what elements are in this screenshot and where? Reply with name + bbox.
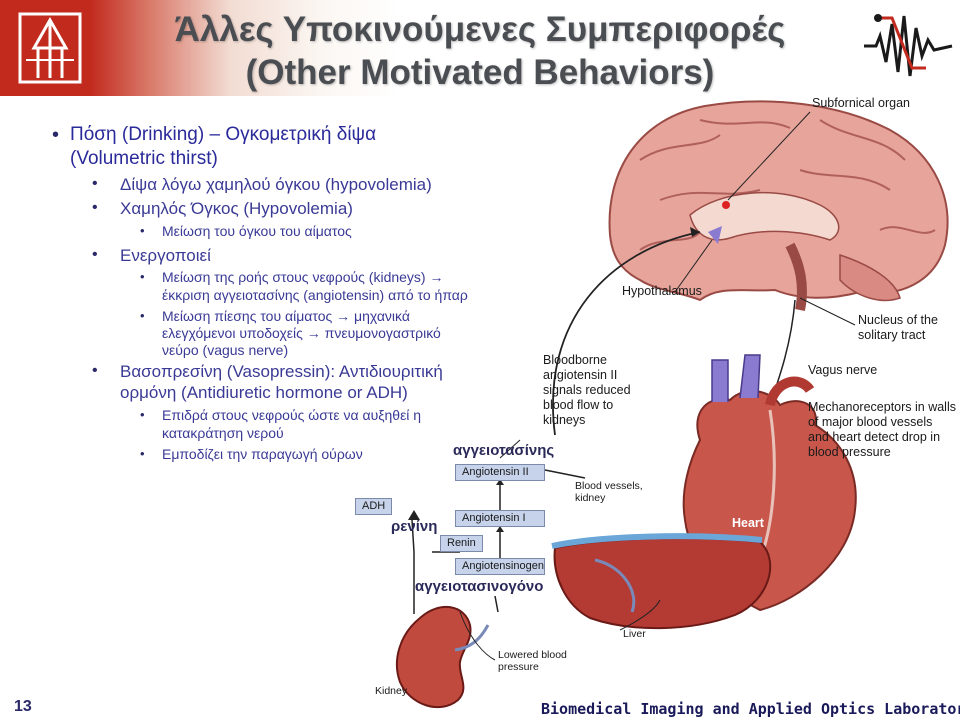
bullet-dot: • — [140, 269, 145, 284]
bullet-drinking: Πόση (Drinking) – Ογκομετρική δίψα — [70, 124, 377, 145]
bullet-pressure-drop: Μείωση πίεσης του αίματος → μηχανικά — [162, 308, 410, 324]
label-bloodborne-4: blood flow to — [543, 398, 614, 412]
bullet-dot: • — [92, 362, 98, 379]
label-bloodborne-2: angiotensin II — [543, 368, 618, 382]
university-tree-logo-icon — [14, 8, 86, 88]
box-angiotensin-ii: Angiotensin II — [455, 464, 545, 481]
bullet-dot: • — [92, 199, 98, 216]
label-mechanoreceptors-3: and heart detect drop in — [808, 430, 941, 444]
label-liver: Liver — [623, 628, 646, 640]
label-bloodborne: Bloodborne — [543, 353, 607, 367]
bullet-vasopressin-cont: ορμόνη (Antidiuretic hormone or ADH) — [120, 383, 408, 402]
bullet-hypovolemia-thirst: Δίψα λόγω χαμηλού όγκου (hypovolemia) — [120, 175, 432, 194]
label-hypothalamus: Hypothalamus — [622, 284, 702, 298]
bullet-water-retention: Επιδρά στους νεφρούς ώστε να αυξηθεί η — [162, 407, 422, 423]
bullet-vasopressin: Βασοπρεσίνη (Vasopressin): Αντιδιουριτικ… — [120, 362, 443, 381]
footer-lab-name: Biomedical Imaging and Applied Optics La… — [541, 700, 960, 718]
label-lowered-pressure-cont: pressure — [498, 661, 539, 673]
label-lowered-pressure: Lowered blood — [498, 649, 567, 661]
label-kidney: Kidney — [375, 685, 408, 697]
bullet-urine-inhibition: Εμποδίζει την παραγωγή ούρων — [162, 446, 363, 462]
bullet-dot: • — [140, 308, 145, 323]
label-bloodborne-3: signals reduced — [543, 383, 631, 397]
label-mechanoreceptors-4: blood pressure — [808, 445, 891, 459]
label-blood-vessels-cont: kidney — [575, 492, 606, 504]
bullet-water-retention-cont: κατακράτηση νερού — [162, 425, 284, 441]
bullet-dot: • — [140, 446, 145, 461]
greek-label-angiotensinogen: αγγειοτασινογόνο — [415, 578, 544, 595]
page-title-greek: Άλλες Υποκινούμενες Συμπεριφορές — [174, 10, 786, 49]
label-mechanoreceptors: Mechanoreceptors in walls — [808, 400, 956, 414]
label-subfornical-organ: Subfornical organ — [812, 96, 910, 110]
bullet-dot: • — [140, 407, 145, 422]
bullet-dot: • — [92, 175, 98, 192]
kidney-icon — [395, 605, 472, 709]
bullet-dot: • — [140, 223, 145, 238]
liver-icon — [553, 537, 772, 630]
label-blood-vessels: Blood vessels, — [575, 480, 643, 492]
label-nucleus-cont: solitary tract — [858, 328, 926, 342]
bullet-kidney-flow: Μείωση της ροής στους νεφρούς (kidneys) … — [162, 269, 444, 285]
bullet-drinking-cont: (Volumetric thirst) — [70, 148, 218, 169]
bullet-kidney-flow-cont: έκκριση αγγειοτασίνης (angiotensin) από … — [162, 287, 468, 303]
box-angiotensin-i: Angiotensin I — [455, 510, 545, 527]
bullet-low-volume: Χαμηλός Όγκος (Hypovolemia) — [120, 199, 353, 218]
label-nucleus: Nucleus of the — [858, 313, 938, 327]
box-renin: Renin — [440, 535, 483, 552]
bullet-pressure-drop-cont: ελεγχόμενοι υποδοχείς → πνευμονογαστρικό — [162, 325, 441, 341]
slide-header: Άλλες Υποκινούμενες Συμπεριφορές (Other … — [0, 0, 960, 96]
box-angiotensinogen: Angiotensinogen — [455, 558, 545, 575]
greek-label-angiotensin: αγγειοτασίνης — [453, 442, 555, 459]
slide-number: 13 — [14, 698, 32, 715]
page-title-english: (Other Motivated Behaviors) — [245, 53, 715, 92]
bullet-dot: • — [92, 246, 98, 263]
label-bloodborne-5: kidneys — [543, 413, 586, 427]
bullet-activates: Ενεργοποιεί — [120, 246, 211, 265]
greek-label-renin: ρενίνη — [391, 518, 438, 535]
box-adh: ADH — [355, 498, 393, 515]
bullet-pressure-drop-cont2: νεύρο (vagus nerve) — [162, 342, 289, 358]
label-vagus-nerve: Vagus nerve — [808, 363, 878, 377]
bullet-blood-volume-decrease: Μείωση του όγκου του αίματος — [162, 223, 352, 239]
bullet-dot: • — [52, 124, 60, 146]
label-mechanoreceptors-2: of major blood vessels — [808, 415, 933, 429]
label-heart: Heart — [732, 516, 764, 530]
signal-waveform-logo-icon — [864, 14, 953, 77]
